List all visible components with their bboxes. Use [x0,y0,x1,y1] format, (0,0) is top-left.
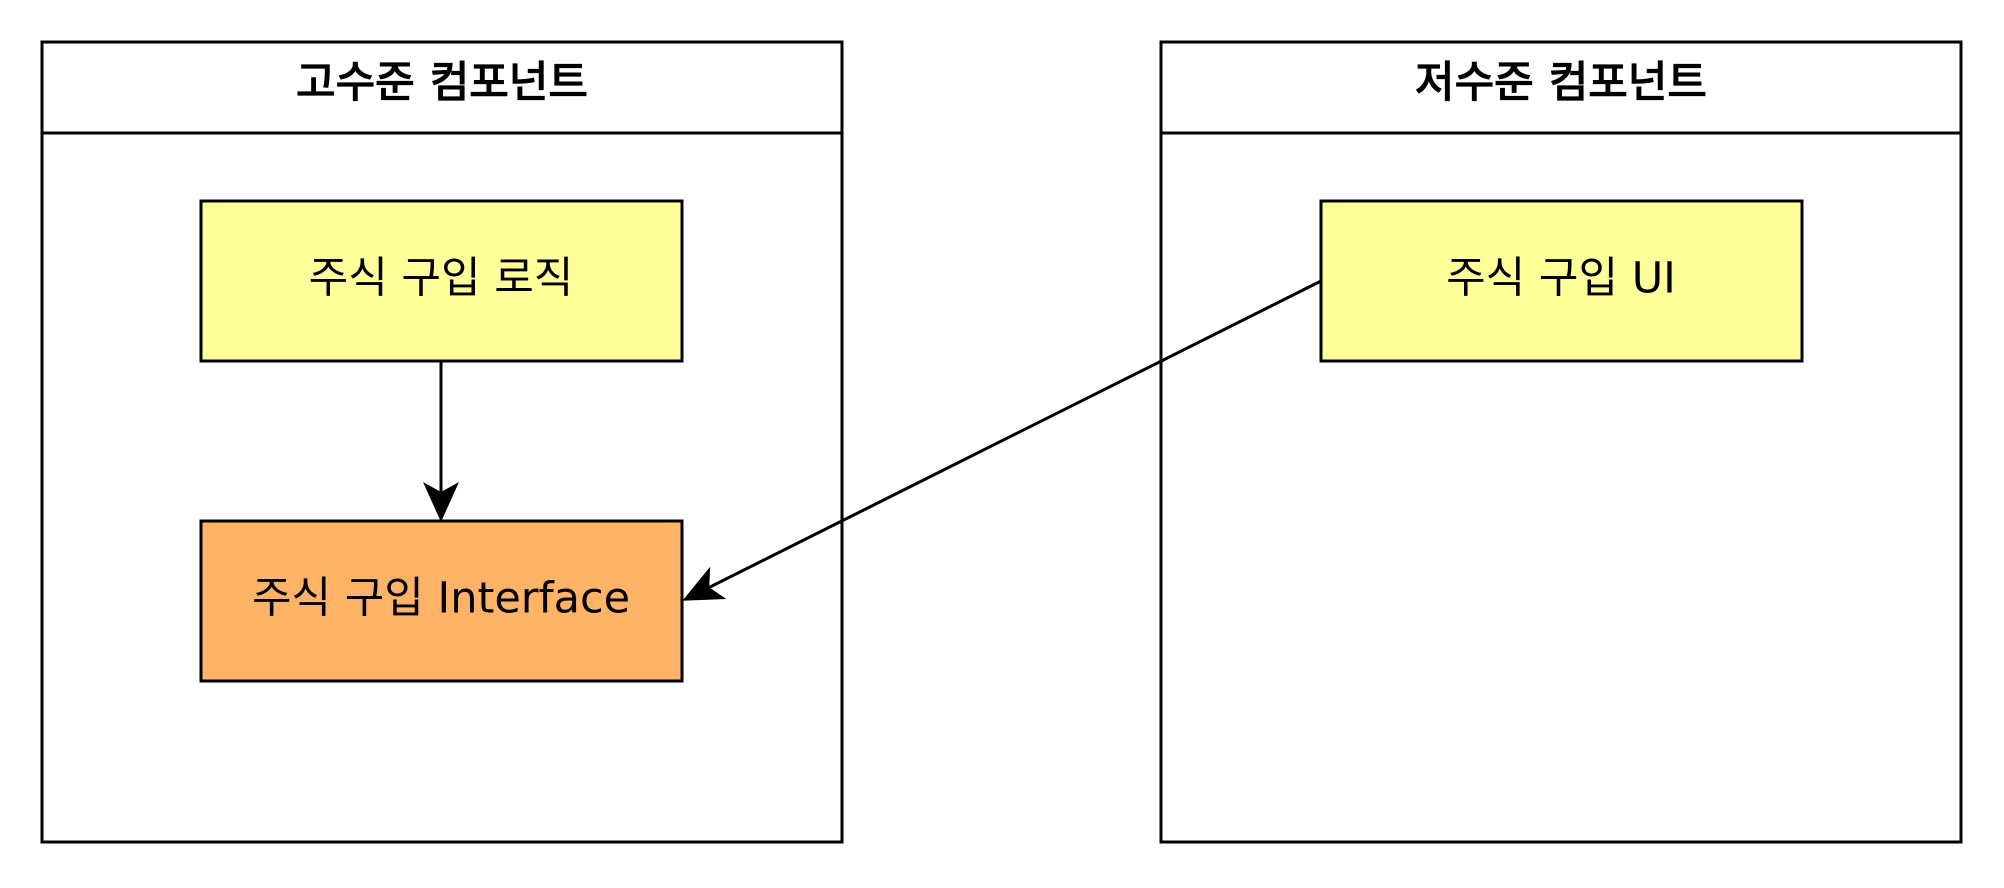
stock-purchase-ui-label: 주식 구입 UI [1446,254,1676,304]
stock-purchase-ui-rect [1319,199,1804,363]
low-level-container-frame [1159,40,1963,844]
stock-purchase-logic-label: 주식 구입 로직 [309,254,574,304]
stock-purchase-ui-box: 주식 구입 UI [1319,199,1804,363]
stock-purchase-interface-label: 주식 구입 Interface [252,574,630,624]
low-level-component-container: 저수준 컴포넌트 [1159,40,1963,844]
stock-purchase-logic-rect [199,199,684,363]
arrow-ui-to-interface [682,279,1322,601]
stock-purchase-logic-box: 주식 구입 로직 [199,199,684,363]
low-level-container-title: 저수준 컴포넌트 [1415,58,1707,108]
stock-purchase-interface-box: 주식 구입 Interface [199,519,684,683]
high-level-container-title: 고수준 컴포넌트 [296,58,588,108]
